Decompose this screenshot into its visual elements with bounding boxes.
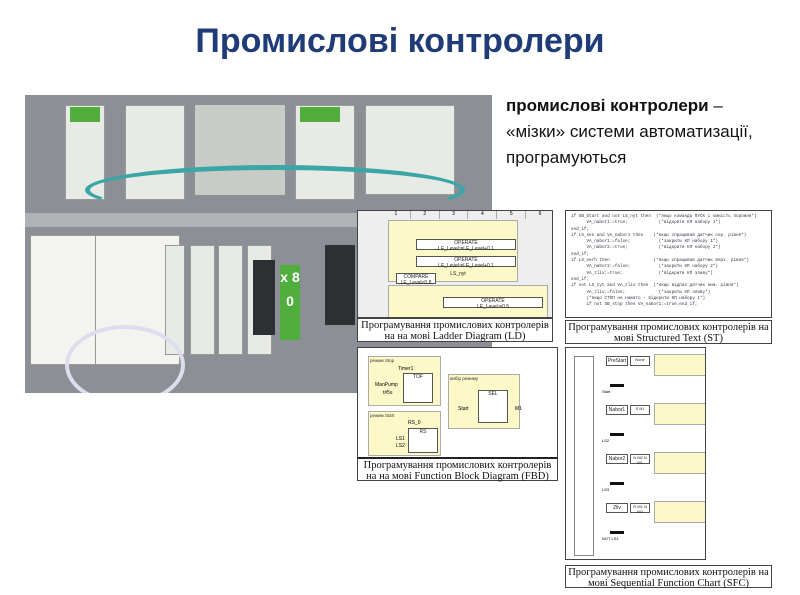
fbd-label: LS1 (396, 436, 405, 442)
ld-column: 1 (382, 211, 411, 219)
st-code-line: (*якщо СТОП не нажато - відкрити КП набо… (571, 295, 706, 301)
st-code-line: if LS_verh then (*якщо спрацював датчик … (571, 258, 749, 264)
fbd-label: Start (458, 406, 469, 412)
ld-column: 6 (538, 211, 542, 217)
sfc-caption: Програмування промислових контролерів на… (565, 565, 772, 589)
sfc-step: Zliv (606, 503, 628, 513)
fbd-label: Timer1 (398, 366, 414, 372)
st-code-line: end_if; (571, 276, 590, 282)
st-code-line: if SB_Start and not LS_nyt then (*якщо к… (571, 214, 757, 219)
fbd-label: RS_0 (408, 420, 421, 426)
sfc-action: None (630, 356, 650, 366)
st-code-line: VA_nabor1:=false; (*закрити КП набору 1*… (571, 239, 718, 245)
fbd-label: ManPump (375, 382, 398, 388)
ld-coil: LS_nyt (450, 271, 466, 277)
sfc-transition: LS3 (602, 487, 610, 492)
structured-text-panel: if SB_Start and not LS_nyt then (*якщо к… (565, 210, 772, 318)
ld-column: 5 (497, 211, 527, 219)
sfc-step: Nabor2 (606, 454, 628, 464)
slide-title: Промислові контролери (195, 22, 605, 60)
ld-caption: Програмування промислових контролерів на… (357, 318, 553, 342)
st-caption: Програмування промислових контролерів на… (565, 320, 772, 344)
fbd-block-rs: RS (408, 428, 438, 453)
st-code-line: end_if; (571, 251, 590, 257)
ld-column: 4 (468, 211, 498, 219)
ld-column: 2 (411, 211, 440, 219)
fbd-block-tof: TOF (403, 373, 433, 403)
sfc-transition: Start (602, 389, 611, 394)
st-code-line: end_if; (571, 226, 590, 232)
st-code-line: if not LS_nyt and VA_zliv then (*якщо ві… (571, 283, 739, 289)
sfc-transition: NOT LS1 (602, 536, 619, 541)
fbd-label: t#5s (383, 390, 393, 396)
st-code-line: if LS_sen and VA_nabor1 then (*якщо спра… (571, 232, 747, 238)
ld-column: 3 (440, 211, 469, 219)
st-code-line: VA_nabor2:=true; (*відкрити КП набору 2*… (571, 245, 721, 251)
sfc-action: R M1 N M2 (630, 503, 650, 514)
st-code-line: VA_nabor1:=true; (*відкрити КП набору 1*… (571, 220, 721, 226)
fbd-label: LS2 (396, 443, 405, 449)
sfc-step: PreStart (606, 356, 628, 366)
st-code-line: if not SB_stop then VA_nabor1:=true;end_… (571, 302, 698, 308)
sfc-step: Nabor1 (606, 405, 628, 415)
st-code-line: VA_nabor2:=false; (*закрити КП набору 2*… (571, 264, 718, 270)
sfc-action: N M2 N M1 (630, 454, 650, 465)
st-code: if SB_Start and not LS_nyt then (*якщо к… (566, 211, 771, 311)
description-text: – «мізки» системи автоматизації, програм… (506, 96, 753, 167)
function-block-diagram-panel: режим Stop режим Start вибір режиму TOF … (357, 347, 558, 459)
slide-description: промислові контролери – «мізки» системи … (506, 93, 786, 171)
fbd-label: M1 (515, 406, 522, 412)
fbd-caption: Програмування промислових контролерів на… (357, 459, 558, 482)
sfc-transition: LS2 (602, 438, 610, 443)
sfc-action: S N1 (630, 405, 650, 415)
module-label: x 8 0 (280, 265, 300, 340)
st-code-line: VA_zliv:=true; (*відкрити КП зливу*) (571, 270, 713, 276)
fbd-block-sel: SEL (478, 390, 508, 423)
description-term: промислові контролери (506, 96, 709, 115)
st-code-line: VA_zliv:=false; (*закрити КП зливу*) (571, 289, 711, 295)
